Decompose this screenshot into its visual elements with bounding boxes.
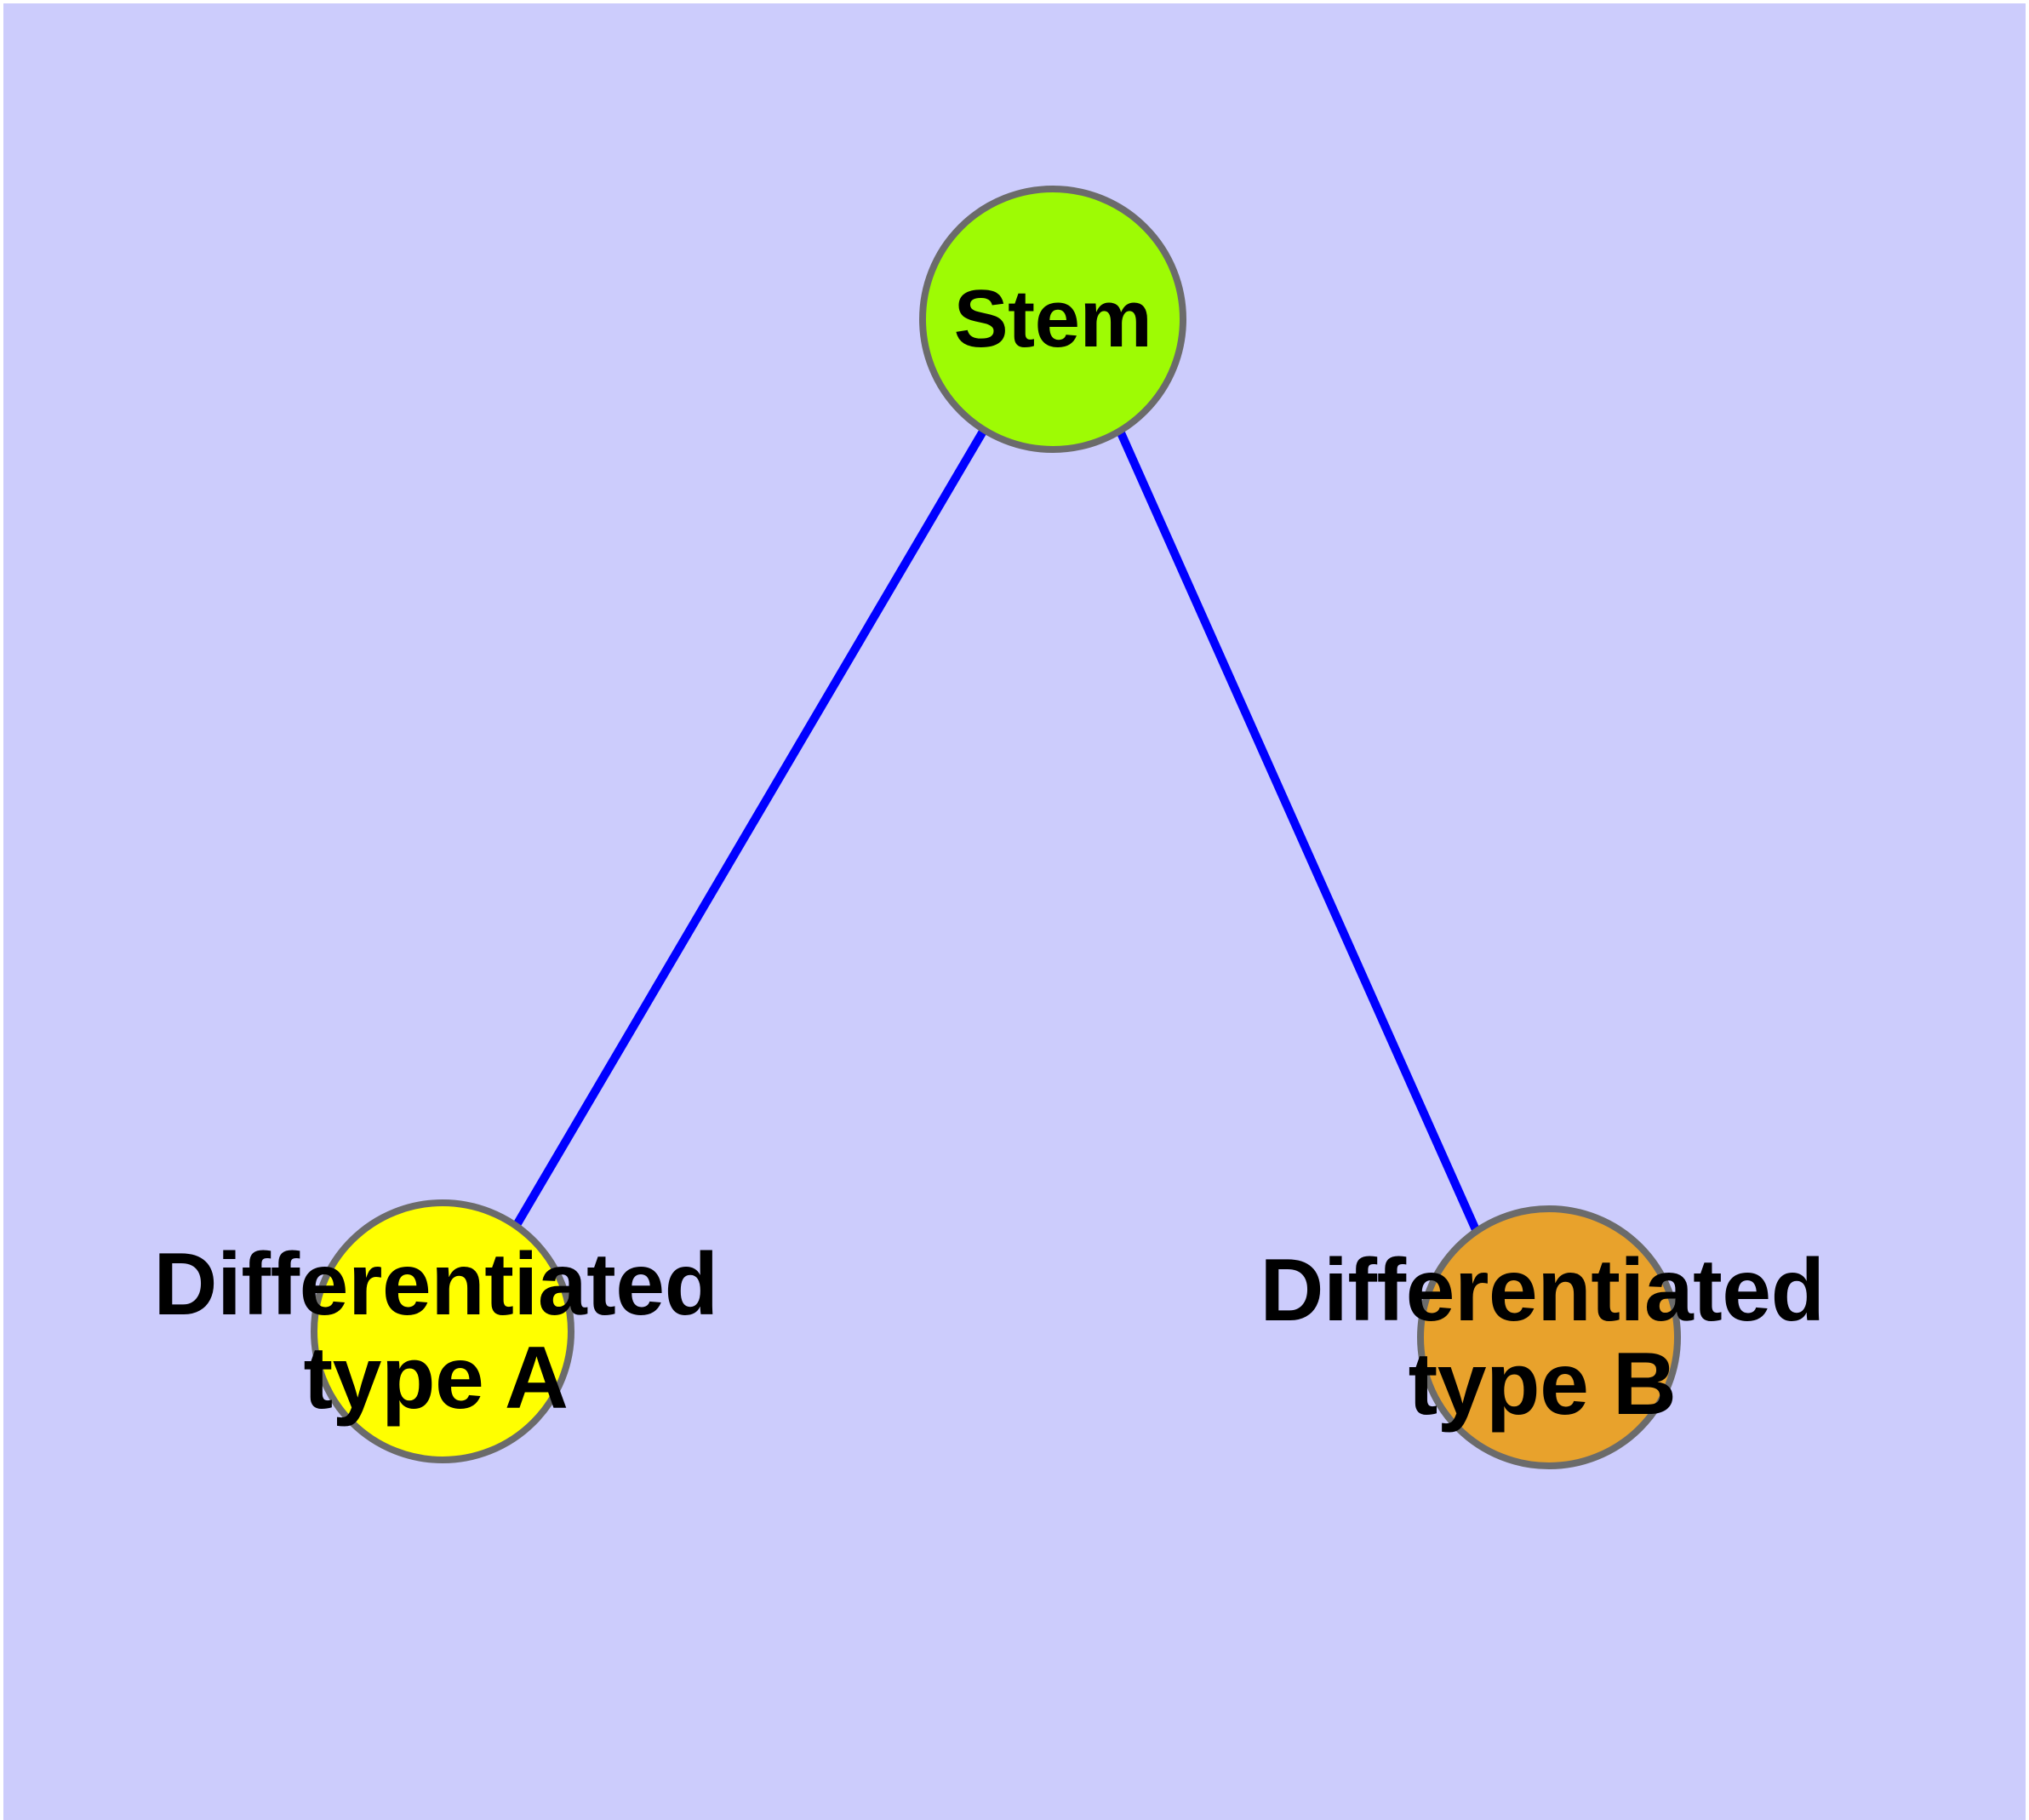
node-differentiated-type-b[interactable] [1417,1205,1681,1469]
edge-stem-to-differentiated-type-a [512,427,988,1228]
edge-stem-to-differentiated-type-b [1115,426,1481,1234]
nodes-group [311,186,1681,1469]
edges-group [512,426,1481,1234]
node-differentiated-type-a[interactable] [311,1199,574,1463]
node-stem[interactable] [919,186,1186,453]
